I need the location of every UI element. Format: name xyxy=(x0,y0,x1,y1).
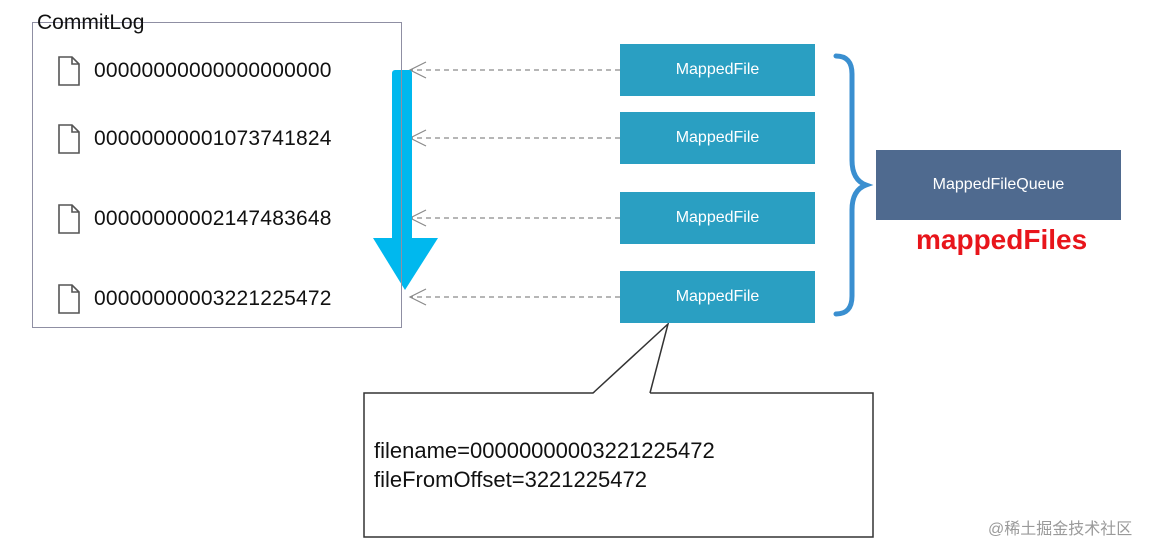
file-row: 00000000003221225472 xyxy=(58,281,332,317)
mapped-file-queue-box: MappedFileQueue xyxy=(876,150,1121,220)
commitlog-container xyxy=(32,22,402,328)
group-brace xyxy=(833,53,874,317)
commitlog-title: CommitLog xyxy=(37,11,145,34)
document-icon xyxy=(58,204,80,234)
file-name: 00000000002147483648 xyxy=(94,207,332,230)
mapped-file-box: MappedFile xyxy=(620,44,815,96)
mapped-files-field-label: mappedFiles xyxy=(916,224,1088,255)
mapped-file-box: MappedFile xyxy=(620,192,815,244)
file-name: 00000000003221225472 xyxy=(94,287,332,310)
file-name: 00000000001073741824 xyxy=(94,127,332,150)
mapped-file-box: MappedFile xyxy=(620,271,815,323)
detail-text: filename=00000000003221225472 fileFromOf… xyxy=(374,436,715,494)
detail-callout xyxy=(363,321,874,538)
detail-file-from-offset: fileFromOffset=3221225472 xyxy=(374,467,647,492)
file-name: 00000000000000000000 xyxy=(94,59,332,82)
growth-direction-arrow xyxy=(373,70,438,290)
document-icon xyxy=(58,284,80,314)
dashed-pointer-arrows xyxy=(408,61,620,306)
mapped-file-box: MappedFile xyxy=(620,112,815,164)
document-icon xyxy=(58,124,80,154)
pointer-head-4 xyxy=(408,288,427,306)
watermark: @稀土掘金技术社区 xyxy=(988,521,1133,538)
file-row: 00000000002147483648 xyxy=(58,201,332,237)
detail-filename: filename=00000000003221225472 xyxy=(374,438,715,463)
document-icon xyxy=(58,56,80,86)
file-row: 00000000001073741824 xyxy=(58,121,332,157)
pointer-head-1 xyxy=(408,61,427,79)
file-row: 00000000000000000000 xyxy=(58,53,332,89)
